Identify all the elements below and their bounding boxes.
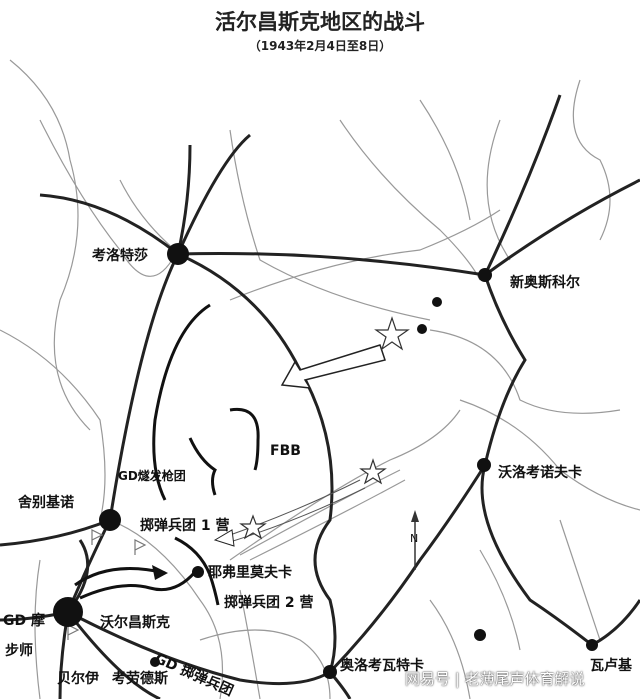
- unit-label: 掷弹兵团 2 营: [224, 595, 314, 611]
- star-icon: [359, 458, 387, 485]
- compass-label: N: [410, 532, 419, 545]
- star-icon: [239, 514, 267, 540]
- flags: [67, 529, 147, 640]
- map-title: 活尔昌斯克地区的战斗: [215, 10, 425, 34]
- place-label: 考洛特莎: [92, 248, 148, 264]
- watermark: 网易号 | 老薄尾声体育解说: [405, 670, 585, 688]
- unit-label: 掷弹兵团 1 营: [140, 518, 230, 534]
- place-label: 步师: [5, 643, 33, 659]
- soviet-attack-arrows: [213, 344, 386, 547]
- place-label: 考劳德斯: [112, 671, 168, 687]
- place-label: 舍别基诺: [18, 495, 74, 511]
- unit-label: GD燧发枪团: [118, 469, 186, 483]
- place-label: 奥洛考瓦特卡: [340, 658, 424, 674]
- place-label: GD 摩: [3, 613, 45, 629]
- town-markers: [53, 243, 598, 679]
- place-label: 沃尔昌斯克: [100, 615, 170, 631]
- map-subtitle: （1943年2月4日至8日）: [248, 39, 392, 53]
- unit-label: FBB: [270, 443, 301, 459]
- place-label: 瓦卢基: [590, 658, 632, 674]
- front-lines: [74, 303, 260, 606]
- place-label: 沃洛考诺夫卡: [498, 465, 582, 481]
- roads: [0, 94, 640, 699]
- place-label: 新奥斯科尔: [510, 275, 580, 291]
- compass-arrow: [411, 510, 419, 570]
- place-label: 贝尔伊: [57, 671, 99, 687]
- rivers: [0, 59, 640, 699]
- star-icon: [374, 316, 410, 351]
- stars: [239, 316, 410, 540]
- place-label: 耶弗里莫夫卡: [208, 565, 292, 581]
